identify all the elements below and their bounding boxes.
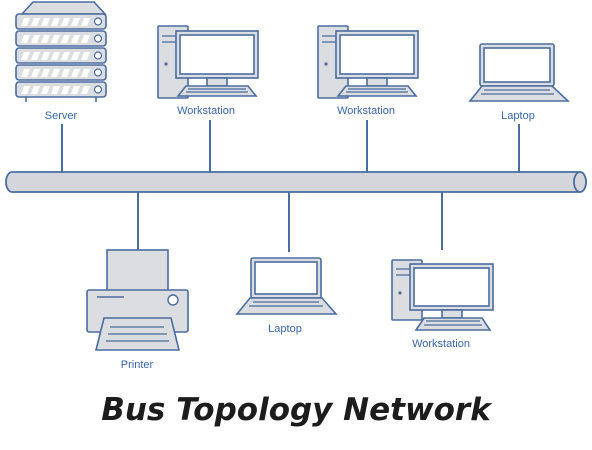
node-label-printer: Printer xyxy=(120,359,154,371)
printer-icon xyxy=(86,249,189,351)
node-label-laptop: Laptop xyxy=(501,110,535,122)
workstation-icon xyxy=(157,25,259,99)
node-label-workstation: Workstation xyxy=(337,105,395,117)
laptop-icon xyxy=(235,257,338,315)
workstation-icon xyxy=(317,25,419,99)
connection-lines xyxy=(61,120,520,252)
node-label-laptop: Laptop xyxy=(268,323,302,335)
node-label-server: Server xyxy=(44,110,78,122)
node-label-workstation: Workstation xyxy=(412,338,470,350)
diagram-title: Bus Topology Network xyxy=(101,392,491,428)
node-label-workstation: Workstation xyxy=(177,105,235,117)
bus-backbone xyxy=(5,171,587,193)
workstation-icon xyxy=(391,259,494,331)
laptop-icon xyxy=(468,43,571,102)
server-icon xyxy=(15,1,107,102)
